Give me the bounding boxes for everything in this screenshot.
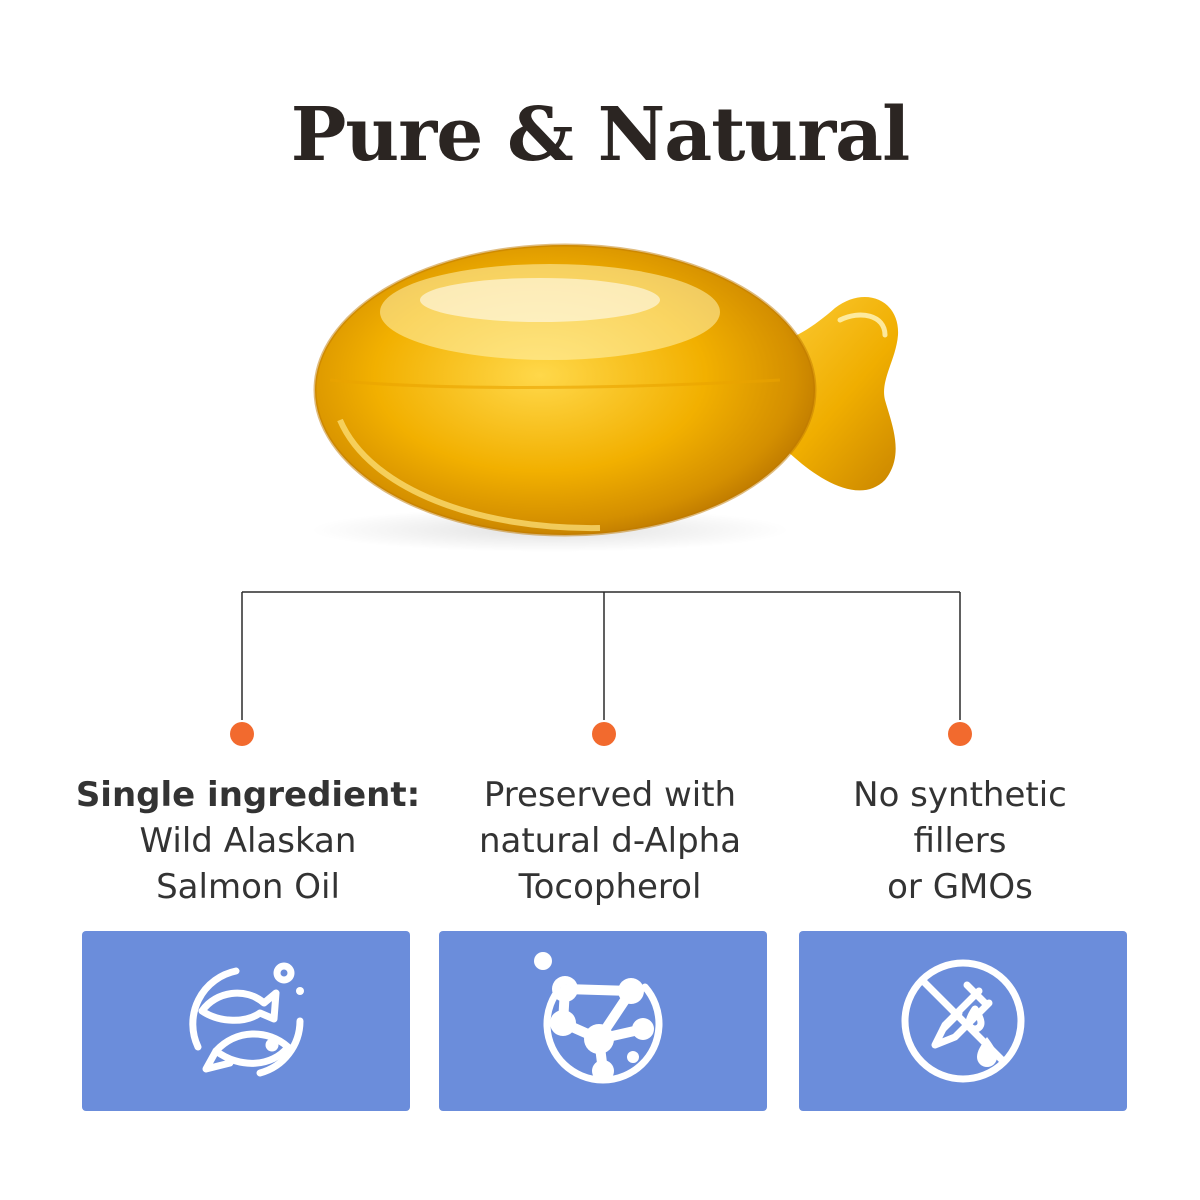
feature-line: No synthetic — [853, 775, 1067, 815]
feature-card-molecule — [439, 931, 767, 1111]
no-chemicals-icon — [901, 959, 1025, 1083]
feature-line: Wild Alaskan — [139, 821, 357, 861]
feature-line: Salmon Oil — [156, 867, 340, 907]
feature-line: natural d-Alpha — [478, 821, 742, 861]
feature-card-fish — [82, 931, 410, 1111]
feature-card-no-chemicals — [799, 931, 1127, 1111]
feature-heading: Single ingredient: — [75, 775, 421, 815]
connector-dot — [230, 722, 254, 746]
molecule-icon — [534, 952, 663, 1084]
feature-single-ingredient: Single ingredient: Wild Alaskan Salmon O… — [68, 772, 428, 910]
feature-preserved: Preserved with natural d-Alpha Tocophero… — [430, 772, 790, 910]
feature-line: or GMOs — [887, 867, 1033, 907]
feature-line: Preserved with — [483, 775, 737, 815]
fish-capsule-image — [310, 243, 899, 552]
fish-icon — [189, 962, 304, 1077]
feature-no-synthetic: No synthetic fillers or GMOs — [780, 772, 1140, 910]
connector-dot — [948, 722, 972, 746]
feature-line: Tocopherol — [518, 867, 702, 907]
page-title: Pure & Natural — [290, 92, 910, 178]
feature-line: fillers — [913, 821, 1007, 861]
connector-dot — [592, 722, 616, 746]
